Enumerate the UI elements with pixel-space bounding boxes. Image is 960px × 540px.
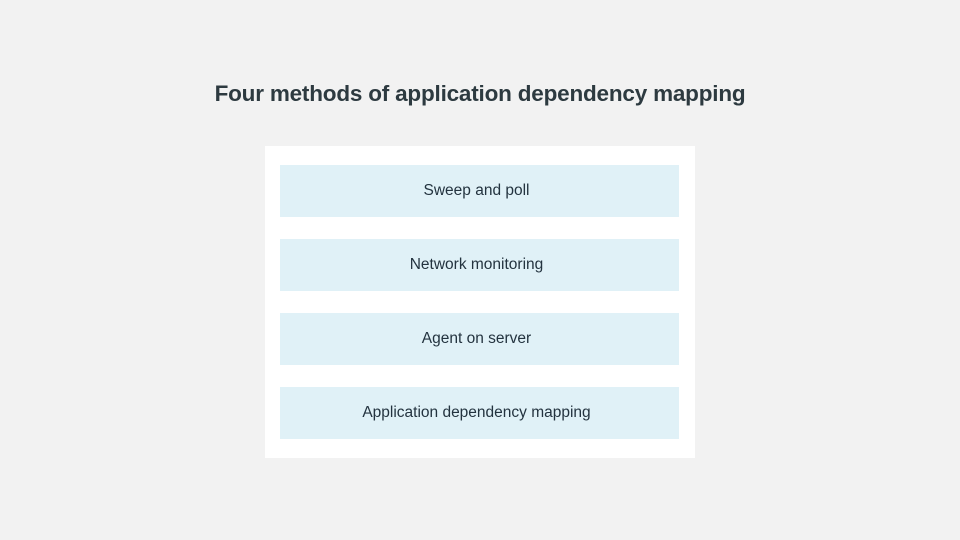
list-item[interactable]: Network monitoring <box>280 239 679 291</box>
page-title: Four methods of application dependency m… <box>214 81 746 106</box>
list-item[interactable]: Application dependency mapping <box>280 387 679 439</box>
methods-list: Sweep and poll Network monitoring Agent … <box>280 165 680 439</box>
method-label-sweep-and-poll: Sweep and poll <box>423 182 530 199</box>
list-item[interactable]: Sweep and poll <box>280 165 679 217</box>
methods-card: Sweep and poll Network monitoring Agent … <box>265 146 695 458</box>
method-label-agent-on-server: Agent on server <box>421 330 532 347</box>
method-label-application-dependency-mapping: Application dependency mapping <box>362 404 591 421</box>
method-label-network-monitoring: Network monitoring <box>409 256 544 273</box>
list-item[interactable]: Agent on server <box>280 313 679 365</box>
